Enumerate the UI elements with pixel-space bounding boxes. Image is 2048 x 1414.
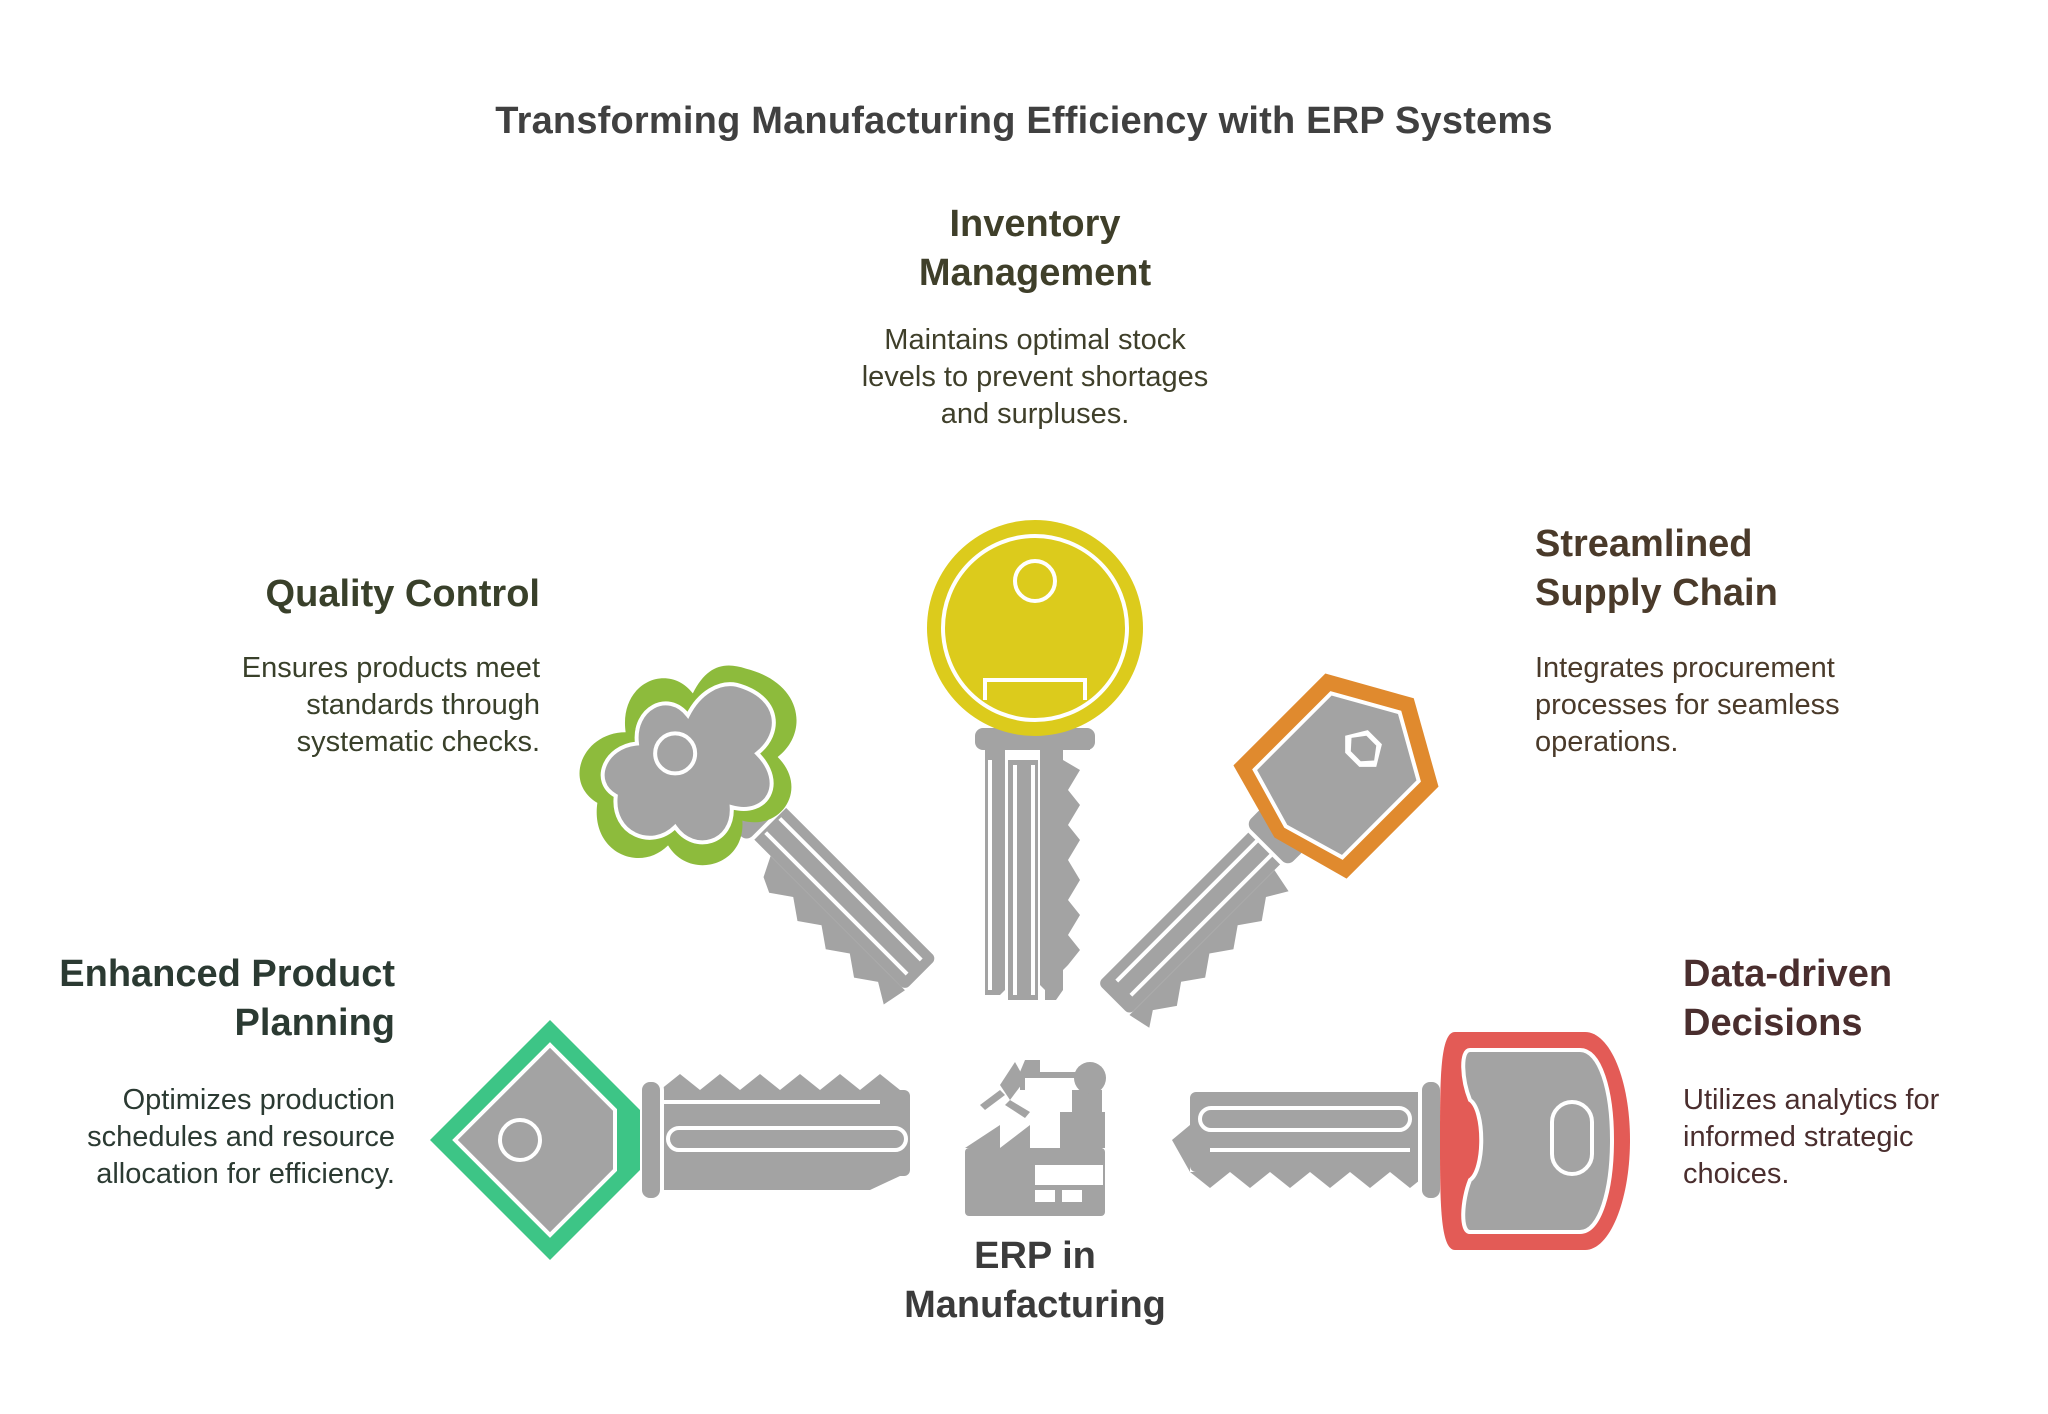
- yellow-round-key-icon: [927, 520, 1143, 1000]
- quality-control-heading: Quality Control: [265, 573, 540, 615]
- product-planning-description: Optimizes production schedules and resou…: [87, 1084, 395, 1190]
- inventory-description: Maintains optimal stock levels to preven…: [861, 324, 1209, 430]
- orange-hexagon-key-icon: [1100, 673, 1439, 1028]
- data-driven-heading: Data-driven Decisions: [1683, 953, 1893, 1044]
- product-planning-heading: Enhanced Product Planning: [59, 953, 395, 1044]
- supply-chain-description: Integrates procurement processes for sea…: [1535, 652, 1840, 758]
- center-label: ERP in Manufacturing: [904, 1235, 1166, 1326]
- inventory-heading: Inventory Management: [918, 203, 1152, 294]
- green-cloverleaf-key-icon: [579, 665, 935, 1005]
- page-title: Transforming Manufacturing Efficiency wi…: [495, 100, 1553, 142]
- teal-diamond-key-icon: [430, 1020, 910, 1260]
- factory-robot-arm-icon: [965, 1060, 1106, 1216]
- red-rectangular-key-icon: [1172, 1032, 1630, 1250]
- supply-chain-heading: Streamlined Supply Chain: [1535, 523, 1778, 614]
- data-driven-description: Utilizes analytics for informed strategi…: [1683, 1084, 1940, 1190]
- quality-control-description: Ensures products meet standards through …: [241, 652, 540, 758]
